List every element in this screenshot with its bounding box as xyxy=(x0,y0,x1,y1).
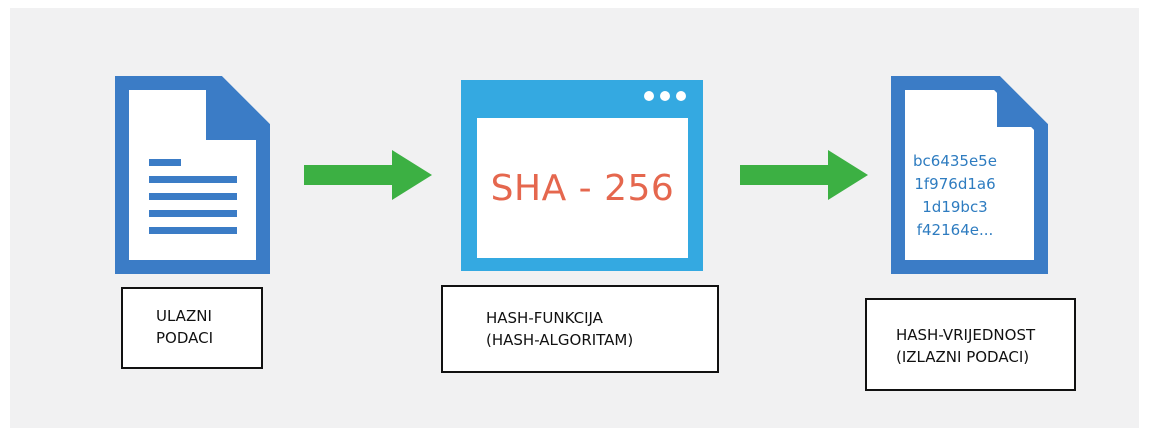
input-label-line: PODACI xyxy=(156,329,214,347)
hash-line: bc6435e5e xyxy=(913,152,997,170)
hash-line: 1f976d1a6 xyxy=(914,175,996,193)
input-label-box: ULAZNI PODACI xyxy=(121,287,263,369)
hash-line: f42164e... xyxy=(916,221,994,239)
function-label-line: HASH-FUNKCIJA xyxy=(486,309,603,327)
output-label-line: (IZLAZNI PODACI) xyxy=(896,348,1030,366)
output-label-line: HASH-VRIJEDNOST xyxy=(896,326,1036,344)
arrow-right-icon xyxy=(304,150,432,200)
function-label-box: HASH-FUNKCIJA (HASH-ALGORITAM) xyxy=(441,285,719,373)
window-dots-icon xyxy=(644,91,686,101)
arrow-right-icon xyxy=(740,150,868,200)
output-label-box: HASH-VRIJEDNOST (IZLAZNI PODACI) xyxy=(865,298,1076,391)
output-document-icon xyxy=(891,76,1048,274)
hash-line: 1d19bc3 xyxy=(922,198,988,216)
input-label-line: ULAZNI xyxy=(156,307,212,325)
hash-function-window: SHA - 256 xyxy=(461,80,703,271)
input-document-icon xyxy=(115,76,270,274)
window-dot xyxy=(644,91,654,101)
hash-value-text: bc6435e5e 1f976d1a6 1d19bc3 f42164e... xyxy=(880,150,1030,242)
algorithm-name: SHA - 256 xyxy=(490,167,675,209)
window-content: SHA - 256 xyxy=(477,118,688,258)
window-dot xyxy=(676,91,686,101)
window-dot xyxy=(660,91,670,101)
function-label-line: (HASH-ALGORITAM) xyxy=(486,331,634,349)
